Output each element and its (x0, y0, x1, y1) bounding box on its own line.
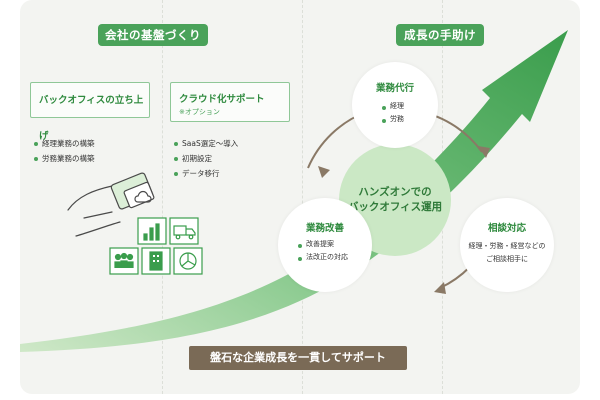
list-item: SaaS選定〜導入 (174, 136, 238, 151)
consulting-text-line2: ご相談相手に (486, 255, 528, 263)
consulting-circle: 相談対応 経理・労務・経営などの ご相談相手に (460, 198, 554, 292)
center-label-line2: バックオフィス運用 (347, 201, 443, 213)
growth-arrow (20, 30, 568, 352)
backoffice-setup-list: 経理業務の構築 労務業務の構築 (34, 136, 95, 166)
cloud-support-note: ※オプション (179, 108, 220, 116)
hand-card-icon (67, 172, 155, 237)
truck-icon (169, 217, 199, 245)
diagram-canvas: 会社の基盤づくり バックオフィスの立ち上げ 経理業務の構築 労務業務の構築 クラ… (20, 0, 580, 394)
list-item: 労務業務の構築 (34, 151, 95, 166)
consistent-support-banner: 盤石な企業成長を一貫してサポート (189, 346, 407, 370)
center-label-line1: ハンズオンでの (358, 186, 432, 198)
backoffice-setup-title: バックオフィスの立ち上げ (39, 95, 144, 142)
heading-growth-support: 成長の手助け (396, 24, 484, 46)
list-item: データ移行 (174, 166, 238, 181)
list-item: 法改正の対応 (298, 251, 348, 264)
cloud-support-box: クラウド化サポート ※オプション (170, 82, 290, 122)
list-item: 初期設定 (174, 151, 238, 166)
heading-company-foundation: 会社の基盤づくり (98, 24, 208, 46)
divider (162, 0, 163, 394)
cloud-support-title: クラウド化サポート (179, 94, 265, 105)
agency-list: 経理 労務 (382, 100, 404, 126)
list-item: 労務 (382, 113, 404, 126)
people-icon (109, 247, 139, 275)
building-icon (141, 247, 171, 275)
improvement-title: 業務改善 (305, 223, 344, 234)
improvement-circle: 業務改善 改善提案 法改正の対応 (278, 198, 372, 292)
consulting-text-line1: 経理・労務・経営などの (468, 242, 546, 250)
divider (302, 0, 303, 394)
improvement-list: 改善提案 法改正の対応 (298, 238, 348, 264)
list-item: 経理業務の構築 (34, 136, 95, 151)
illustration (67, 172, 203, 275)
bar-chart-icon (137, 217, 167, 245)
agency-title: 業務代行 (375, 83, 414, 94)
agency-circle: 業務代行 経理 労務 (352, 62, 438, 148)
backoffice-setup-box: バックオフィスの立ち上げ (30, 82, 150, 142)
cycle-arrowheads (318, 146, 490, 294)
list-item: 改善提案 (298, 238, 348, 251)
pie-chart-icon (173, 247, 203, 275)
consulting-title: 相談対応 (487, 223, 526, 234)
cloud-support-list: SaaS選定〜導入 初期設定 データ移行 (174, 136, 238, 181)
list-item: 経理 (382, 100, 404, 113)
